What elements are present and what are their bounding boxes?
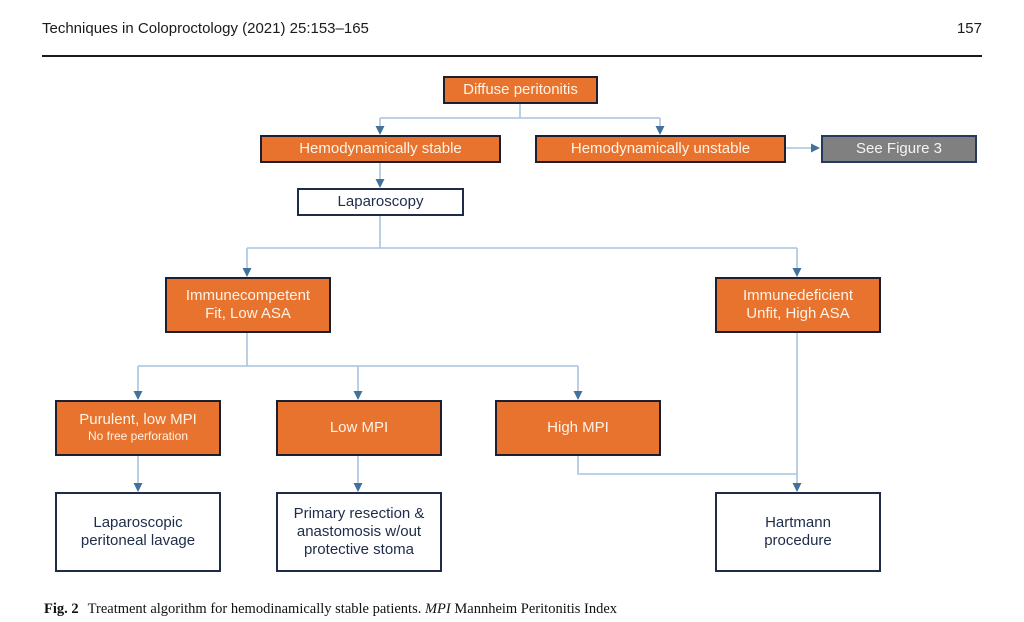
node-diffuse-peritonitis: Diffuse peritonitis bbox=[443, 76, 598, 104]
caption-text: Treatment algorithm for hemodinamically … bbox=[87, 601, 422, 617]
node-label: Purulent, low MPI bbox=[79, 411, 197, 429]
node-label: Primary resection & anastomosis w/out pr… bbox=[293, 504, 425, 559]
node-low-mpi: Low MPI bbox=[276, 400, 442, 456]
node-laparoscopy: Laparoscopy bbox=[297, 188, 464, 216]
figure-caption: Fig. 2 Treatment algorithm for hemodinami… bbox=[44, 601, 617, 618]
node-label: Laparoscopy bbox=[337, 192, 424, 210]
caption-abbreviation-expansion: Mannheim Peritonitis Index bbox=[454, 601, 618, 617]
node-label: Low MPI bbox=[329, 418, 389, 436]
node-purulent-low-mpi: Purulent, low MPI No free perforation bbox=[55, 400, 221, 456]
node-primary-resection: Primary resection & anastomosis w/out pr… bbox=[276, 492, 442, 572]
node-laparoscopic-peritoneal-lavage: Laparoscopic peritoneal lavage bbox=[55, 492, 221, 572]
page-header: Techniques in Coloproctology (2021) 25:1… bbox=[42, 20, 982, 37]
node-hartmann-procedure: Hartmann procedure bbox=[715, 492, 881, 572]
node-label: Diffuse peritonitis bbox=[463, 80, 578, 98]
header-rule bbox=[42, 55, 982, 57]
node-high-mpi: High MPI bbox=[495, 400, 661, 456]
node-label: Hartmann procedure bbox=[764, 513, 832, 549]
node-sublabel: Fit, Low ASA bbox=[205, 305, 291, 322]
node-sublabel: No free perforation bbox=[87, 429, 189, 444]
node-see-figure-3: See Figure 3 bbox=[821, 135, 977, 163]
node-hemodynamically-unstable: Hemodynamically unstable bbox=[535, 135, 786, 163]
node-immunedeficient: Immunedeficient Unfit, High ASA bbox=[715, 277, 881, 333]
caption-abbreviation: MPI bbox=[424, 601, 451, 617]
journal-reference: Techniques in Coloproctology (2021) 25:1… bbox=[42, 20, 369, 37]
node-label: See Figure 3 bbox=[856, 139, 942, 157]
node-immunecompetent: Immunecompetent Fit, Low ASA bbox=[165, 277, 331, 333]
node-hemodynamically-stable: Hemodynamically stable bbox=[260, 135, 501, 163]
node-label: Laparoscopic peritoneal lavage bbox=[80, 513, 196, 549]
node-label: Hemodynamically unstable bbox=[570, 139, 751, 157]
page-number: 157 bbox=[956, 20, 982, 37]
figure-label: Fig. 2 bbox=[44, 601, 79, 617]
node-label: Hemodynamically stable bbox=[299, 139, 462, 157]
node-sublabel: Unfit, High ASA bbox=[746, 305, 850, 322]
node-label: Immunecompetent bbox=[185, 286, 311, 304]
node-label: Immunedeficient bbox=[742, 286, 854, 304]
node-label: High MPI bbox=[547, 418, 609, 436]
